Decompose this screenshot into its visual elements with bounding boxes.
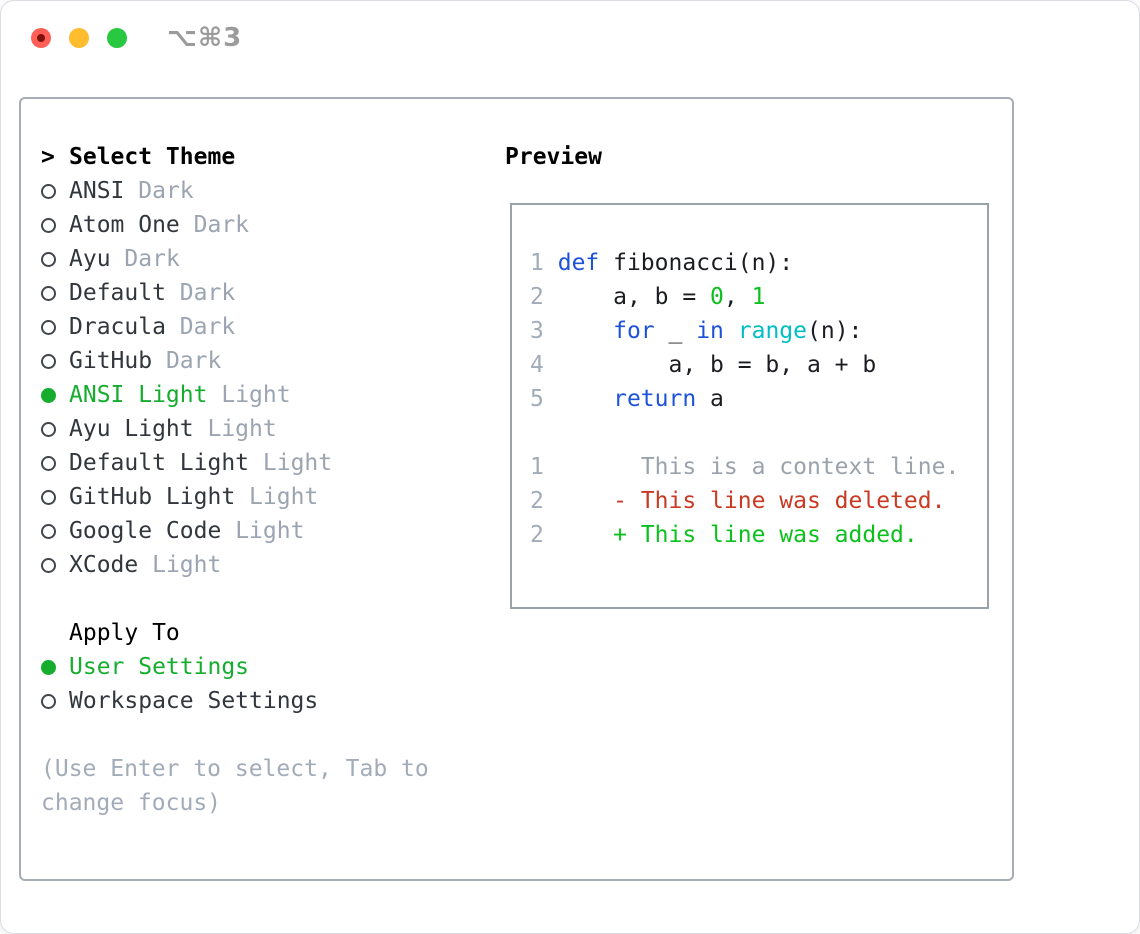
minimize-button[interactable] [69, 28, 89, 48]
theme-variant-tag: Light [262, 450, 333, 476]
apply-to-header: Apply To [41, 616, 429, 650]
radio-icon [41, 489, 56, 505]
theme-option[interactable]: Default Light Light [41, 446, 429, 480]
help-text-line: change focus) [41, 790, 222, 816]
theme-option[interactable]: XCode Light [41, 548, 429, 582]
line-number: 2 [530, 522, 544, 548]
code-line: 1 def fibonacci(n): [530, 250, 794, 276]
theme-picker-panel: > Select Theme ANSI Dark Atom One Dark A… [19, 97, 1014, 881]
theme-variant-tag: Dark [179, 280, 236, 306]
focus-chevron-icon: > [41, 144, 55, 170]
select-theme-header: > Select Theme [41, 140, 429, 174]
theme-variant-tag: Dark [138, 178, 194, 204]
apply-to-option[interactable]: User Settings [41, 650, 429, 684]
radio-icon [41, 387, 56, 403]
theme-option[interactable]: Default Dark [41, 276, 429, 310]
theme-name: GitHub [69, 348, 153, 374]
preview-box: 1 def fibonacci(n): 2 a, b = 0, 1 3 for … [510, 203, 989, 609]
title-bar: ⌥⌘3 [1, 1, 1139, 76]
line-number: 1 [530, 250, 544, 276]
apply-to-label: Apply To [69, 620, 180, 646]
theme-option[interactable]: Ayu Dark [41, 242, 429, 276]
radio-icon [41, 319, 56, 335]
theme-variant-tag: Dark [165, 348, 222, 374]
theme-name: Google Code [69, 518, 222, 544]
theme-name: GitHub Light [69, 484, 236, 510]
code-line: 2 a, b = 0, 1 [530, 284, 766, 310]
diff-line: 2 - This line was deleted. [530, 488, 946, 514]
theme-variant-tag: Light [235, 518, 305, 544]
theme-list-column: > Select Theme ANSI Dark Atom One Dark A… [41, 140, 429, 820]
zoom-button[interactable] [107, 28, 127, 48]
line-number: 2 [530, 488, 544, 514]
theme-variant-tag: Dark [179, 314, 236, 340]
theme-variant-tag: Dark [193, 212, 250, 238]
theme-option[interactable]: ANSI Light Light [41, 378, 429, 412]
theme-name: Default Light [69, 450, 250, 476]
theme-name: Dracula [69, 314, 166, 340]
theme-name: Ayu [69, 246, 111, 272]
radio-icon [41, 183, 56, 199]
diff-line: 2 + This line was added. [530, 522, 918, 548]
apply-to-option-label: User Settings [69, 654, 250, 680]
theme-option[interactable]: ANSI Dark [41, 174, 429, 208]
theme-option[interactable]: GitHub Dark [41, 344, 429, 378]
radio-icon [41, 523, 56, 539]
theme-option[interactable]: GitHub Light Light [41, 480, 429, 514]
line-number: 2 [530, 284, 544, 310]
theme-variant-tag: Dark [124, 246, 180, 272]
code-preview: 1 def fibonacci(n): 2 a, b = 0, 1 3 for … [530, 246, 959, 552]
code-line: 5 return a [530, 386, 724, 412]
theme-name: ANSI Light [69, 382, 208, 408]
line-number: 3 [530, 318, 544, 344]
radio-icon [41, 659, 56, 675]
diff-line: 1 This is a context line. [530, 454, 960, 480]
radio-icon [41, 251, 56, 267]
theme-name: Atom One [69, 212, 180, 238]
theme-name: XCode [69, 552, 139, 578]
radio-icon [41, 557, 56, 573]
code-line: 3 for _ in range(n): [530, 318, 863, 344]
help-text: (Use Enter to select, Tab to change focus… [41, 752, 429, 820]
spacer-row [41, 718, 429, 752]
radio-icon [41, 285, 56, 301]
code-line: 4 a, b = b, a + b [530, 352, 877, 378]
radio-icon [41, 421, 56, 437]
apply-to-option[interactable]: Workspace Settings [41, 684, 429, 718]
theme-option[interactable]: Ayu Light Light [41, 412, 429, 446]
preview-title: Preview [505, 144, 602, 170]
theme-variant-tag: Light [221, 382, 291, 408]
apply-to-option-label: Workspace Settings [69, 688, 319, 714]
theme-option[interactable]: Dracula Dark [41, 310, 429, 344]
line-number: 4 [530, 352, 544, 378]
theme-name: Ayu Light [69, 416, 194, 442]
blank-line [530, 416, 959, 450]
theme-option[interactable]: Google Code Light [41, 514, 429, 548]
theme-name: ANSI [69, 178, 125, 204]
theme-option[interactable]: Atom One Dark [41, 208, 429, 242]
radio-icon [41, 455, 56, 471]
radio-icon [41, 217, 56, 233]
line-number: 5 [530, 386, 544, 412]
select-theme-label: Select Theme [69, 144, 236, 170]
spacer-row [41, 582, 429, 616]
theme-name: Default [69, 280, 166, 306]
close-button[interactable] [31, 28, 51, 48]
help-text-line: (Use Enter to select, Tab to [41, 756, 429, 782]
window-title-shortcut: ⌥⌘3 [167, 23, 243, 53]
radio-icon [41, 693, 56, 709]
apply-to-options-list: User Settings Workspace Settings [41, 650, 429, 718]
theme-variant-tag: Light [207, 416, 277, 442]
theme-variant-tag: Light [152, 552, 222, 578]
theme-variant-tag: Light [249, 484, 319, 510]
radio-icon [41, 353, 56, 369]
line-number: 1 [530, 454, 544, 480]
theme-options-list: ANSI Dark Atom One Dark Ayu Dark Default… [41, 174, 429, 582]
